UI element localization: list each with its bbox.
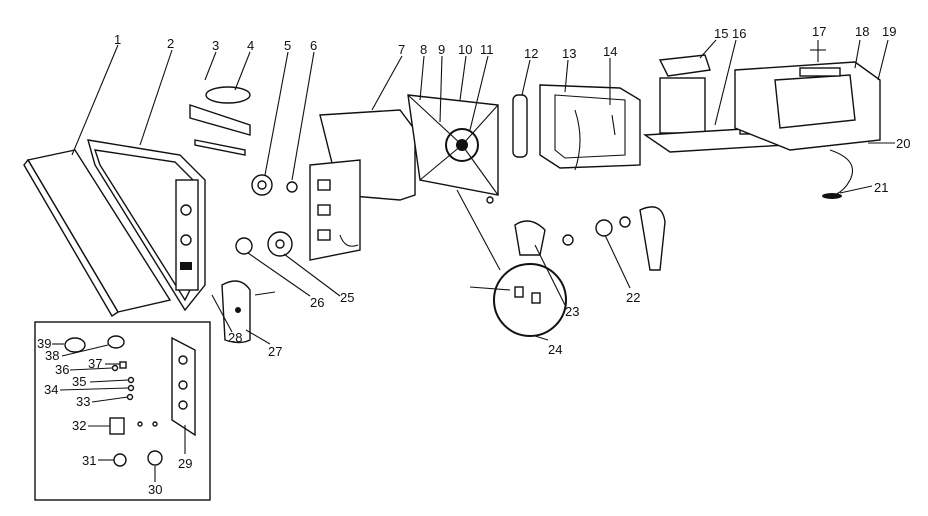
callout-13: 13 — [562, 46, 576, 61]
callout-35: 35 — [72, 374, 86, 389]
callout-24: 24 — [548, 342, 562, 357]
callout-25: 25 — [340, 290, 354, 305]
callout-28: 28 — [228, 330, 242, 345]
callout-7: 7 — [398, 42, 405, 57]
callout-18: 18 — [855, 24, 869, 39]
part-front-panel — [23, 149, 172, 317]
callout-32: 32 — [72, 418, 86, 433]
callout-5: 5 — [284, 38, 291, 53]
inset-detail-box — [34, 321, 211, 501]
part-tuner-assembly — [514, 206, 666, 271]
callout-31: 31 — [82, 453, 96, 468]
callout-16: 16 — [732, 26, 746, 41]
callout-15: 15 — [714, 26, 728, 41]
callout-30: 30 — [148, 482, 162, 497]
callout-34: 34 — [44, 382, 58, 397]
part-rear-cabinet — [734, 49, 881, 181]
callout-12: 12 — [524, 46, 538, 61]
callout-37: 37 — [88, 356, 102, 371]
callout-19: 19 — [882, 24, 896, 39]
callout-26: 26 — [310, 295, 324, 310]
callout-11: 11 — [480, 42, 494, 57]
callout-22: 22 — [626, 290, 640, 305]
part-chassis-frame — [539, 84, 641, 171]
callout-labels: 1 2 3 4 5 6 7 8 9 10 11 12 13 14 15 16 1… — [37, 24, 910, 497]
callout-33: 33 — [76, 394, 90, 409]
callout-17: 17 — [812, 24, 826, 39]
callout-3: 3 — [212, 38, 219, 53]
callout-38: 38 — [45, 348, 59, 363]
part-side-bracket — [512, 94, 528, 158]
callout-1: 1 — [114, 32, 121, 47]
callout-14: 14 — [603, 44, 617, 59]
callout-4: 4 — [247, 38, 254, 53]
callout-2: 2 — [167, 36, 174, 51]
part-deflection-yoke — [407, 94, 499, 204]
callout-39: 39 — [37, 336, 51, 351]
part-power-cord — [822, 179, 851, 199]
callout-27: 27 — [268, 344, 282, 359]
part-front-frame — [87, 139, 206, 312]
part-detail-magnifier — [456, 189, 567, 337]
callout-6: 6 — [310, 38, 317, 53]
part-carry-handle — [189, 86, 251, 156]
part-knobs-lower — [235, 231, 293, 257]
callout-20: 20 — [896, 136, 910, 151]
callout-36: 36 — [55, 362, 69, 377]
callout-8: 8 — [420, 42, 427, 57]
callout-10: 10 — [458, 42, 472, 57]
callout-29: 29 — [178, 456, 192, 471]
part-knobs-upper — [251, 174, 298, 196]
callout-21: 21 — [874, 180, 888, 195]
leader-lines — [52, 39, 895, 482]
callout-9: 9 — [438, 42, 445, 57]
part-picture-tube — [309, 109, 416, 261]
callout-23: 23 — [565, 304, 579, 319]
